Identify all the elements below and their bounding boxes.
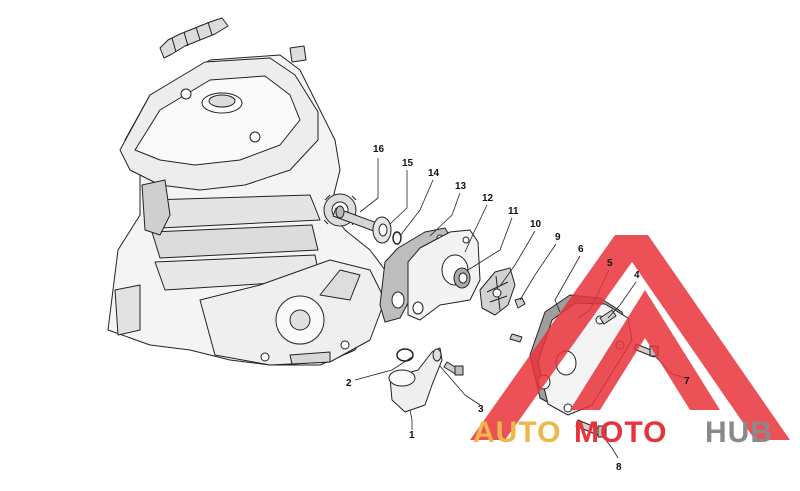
callout-7: 7 xyxy=(684,376,690,387)
callout-11: 11 xyxy=(508,206,519,217)
engine-block xyxy=(107,17,386,366)
part-3-screw xyxy=(443,361,464,376)
watermark-text: AUTO MOTO HUB xyxy=(473,416,773,449)
part-14-circlip xyxy=(392,231,402,245)
callout-6: 6 xyxy=(578,244,584,255)
part-8-bolt xyxy=(575,419,607,438)
callout-16: 16 xyxy=(373,144,385,155)
callout-numbers: 16 15 14 13 12 11 10 9 6 5 4 7 8 3 2 1 xyxy=(346,144,690,473)
dowel-pin xyxy=(509,333,523,343)
callout-12: 12 xyxy=(482,193,494,204)
callout-2: 2 xyxy=(346,378,352,389)
callout-9: 9 xyxy=(555,232,561,243)
callout-14: 14 xyxy=(428,168,440,179)
part-11-seal xyxy=(453,267,471,289)
part-2-o-ring xyxy=(396,348,414,362)
part-1-hose-fitting xyxy=(388,347,443,413)
callout-10: 10 xyxy=(530,219,542,230)
watermark-moto: MOTO xyxy=(574,416,667,449)
watermark-auto: AUTO xyxy=(473,416,561,449)
callout-15: 15 xyxy=(402,158,414,169)
callout-5: 5 xyxy=(607,258,613,269)
callout-3: 3 xyxy=(478,404,484,415)
watermark-triangle-icon xyxy=(470,235,790,440)
part-10-impeller xyxy=(479,267,516,316)
callout-4: 4 xyxy=(634,270,640,281)
watermark-logo: AUTO MOTO HUB xyxy=(470,235,790,449)
part-15-bearing xyxy=(372,216,392,244)
watermark-hub: HUB xyxy=(705,416,773,449)
callout-13: 13 xyxy=(455,181,467,192)
callout-1: 1 xyxy=(409,430,415,441)
part-9-nut xyxy=(514,297,526,309)
callout-8: 8 xyxy=(616,462,622,473)
